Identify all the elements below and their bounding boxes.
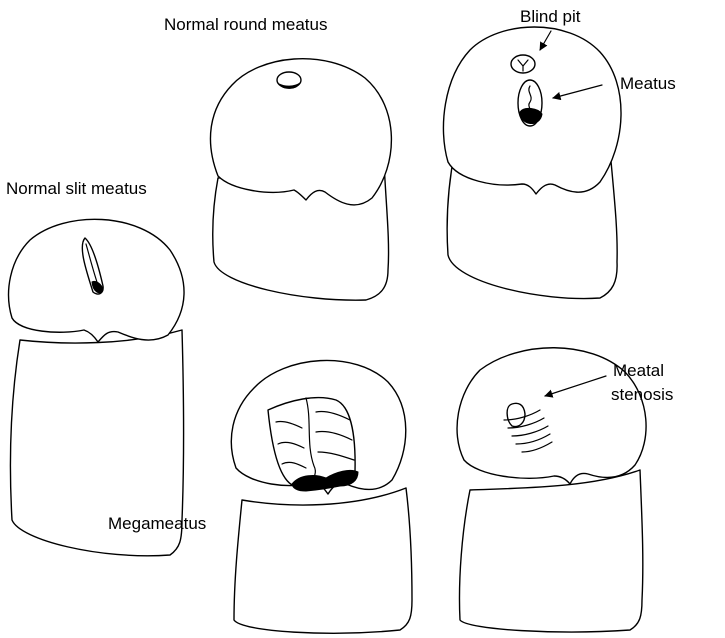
label-normal-round-meatus: Normal round meatus [164, 15, 327, 34]
label-meatus: Meatus [620, 74, 676, 93]
label-meatal-stenosis-line1: Meatal [613, 361, 664, 380]
shaft [459, 470, 642, 632]
penis-drawing-megameatus [231, 360, 412, 633]
shaft [234, 488, 412, 633]
label-blind-pit: Blind pit [520, 7, 581, 26]
stenotic-meatus [507, 403, 525, 426]
label-meatal-stenosis-line2: stenosis [611, 385, 673, 404]
label-megameatus: Megameatus [108, 514, 206, 533]
penis-drawing-normal-slit [9, 219, 184, 555]
label-normal-slit-meatus: Normal slit meatus [6, 179, 147, 198]
penis-drawing-blind-pit [443, 27, 621, 299]
penis-drawing-normal-round [210, 59, 391, 300]
